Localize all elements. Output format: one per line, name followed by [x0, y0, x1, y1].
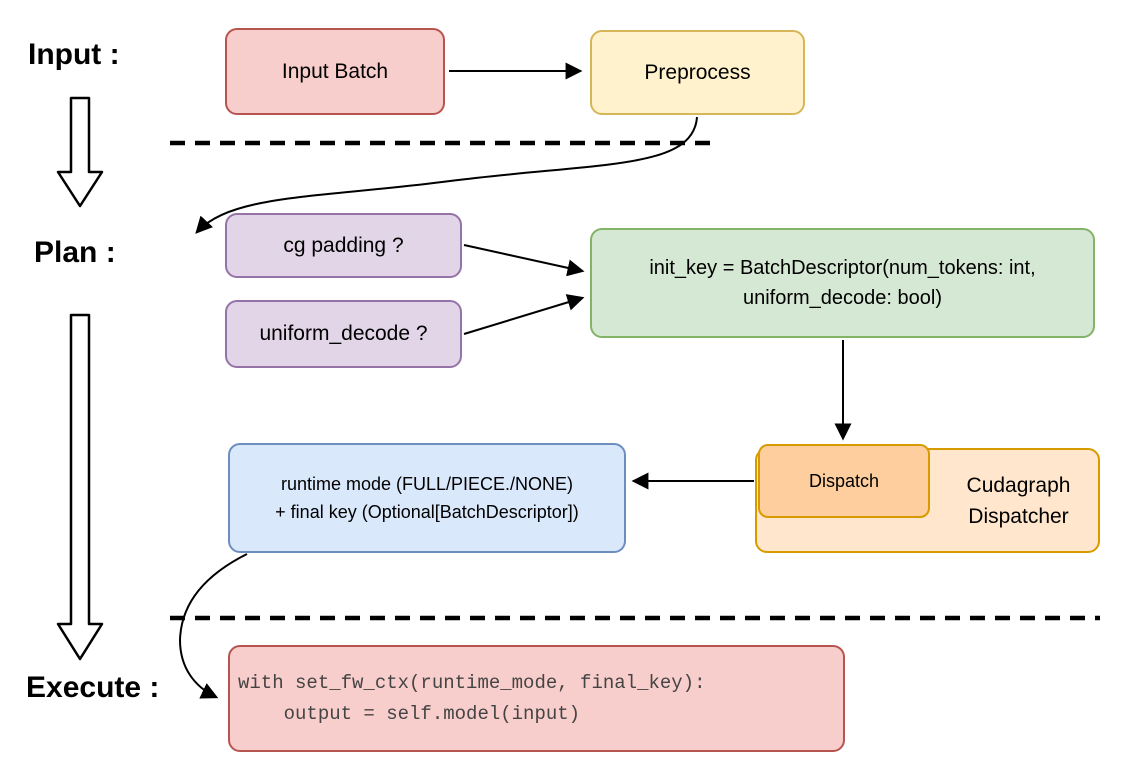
stage-label-plan: Plan :	[34, 236, 116, 269]
node-preprocess: Preprocess	[590, 30, 805, 115]
node-execute-code-line1: with set_fw_ctx(runtime_mode, final_key)…	[238, 671, 706, 694]
node-init-key-line2: uniform_decode: bool)	[742, 287, 942, 309]
node-init-key-line1: init_key = BatchDescriptor(num_tokens: i…	[649, 257, 1036, 279]
input-to-plan-arrow	[56, 96, 104, 208]
stage-label-input: Input :	[28, 38, 120, 71]
node-preprocess-label: Preprocess	[644, 60, 751, 84]
node-input-batch-label: Input Batch	[281, 59, 389, 83]
node-execute-code-line2: output = self.model(input)	[238, 702, 581, 725]
node-cudagraph-dispatcher-text: Cudagraph Dispatcher	[935, 450, 1102, 551]
node-cudagraph-dispatcher-line1: Cudagraph	[966, 473, 1071, 497]
node-cg-padding-label: cg padding ?	[283, 233, 404, 257]
stage-label-execute: Execute :	[26, 671, 160, 704]
node-init-key: init_key = BatchDescriptor(num_tokens: i…	[590, 228, 1095, 338]
node-dispatch: Dispatch	[758, 444, 930, 518]
connector-cgpadding-initkey	[463, 244, 585, 277]
node-runtime-mode: runtime mode (FULL/PIECE./NONE) + final …	[228, 443, 626, 553]
node-runtime-mode-line2: + final key (Optional[BatchDescriptor])	[275, 502, 579, 522]
node-uniform-decode: uniform_decode ?	[225, 300, 462, 368]
node-input-batch: Input Batch	[225, 28, 445, 115]
node-runtime-mode-line1: runtime mode (FULL/PIECE./NONE)	[280, 474, 574, 494]
node-execute-code: with set_fw_ctx(runtime_mode, final_key)…	[228, 645, 845, 752]
node-uniform-decode-label: uniform_decode ?	[259, 322, 428, 345]
node-dispatch-label: Dispatch	[808, 470, 880, 491]
plan-to-execute-arrow	[56, 313, 104, 661]
connector-uniform-initkey	[463, 294, 585, 335]
node-cg-padding: cg padding ?	[225, 213, 462, 278]
node-cudagraph-dispatcher-line2: Dispatcher	[968, 504, 1069, 528]
